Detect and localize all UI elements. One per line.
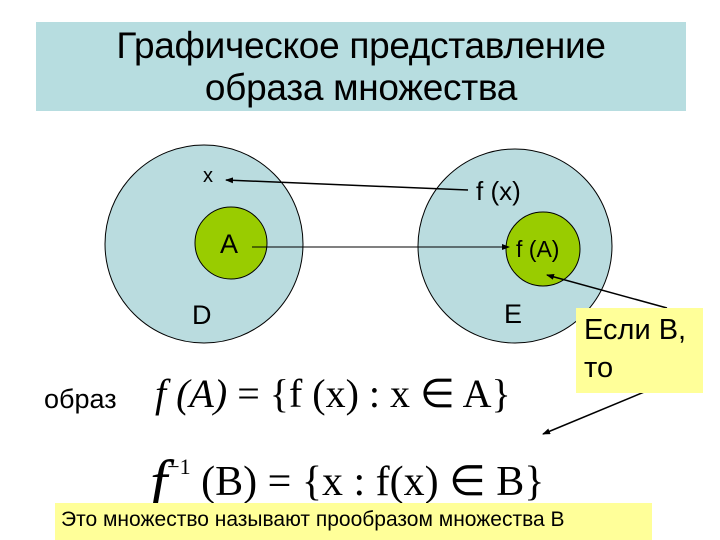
arrow-fx-to-x [225,177,469,191]
image-formula-lhs: f (A) [155,371,228,416]
element-fx-label: f (x) [476,176,521,206]
title-line-1: Графическое представление [116,25,606,66]
image-formula: f (A) = {f (x) : x ∈ A} [155,370,511,417]
if-b-line-2: то [584,352,614,384]
preimage-caption: Это множество называют прообразом множес… [61,508,565,531]
set-fa-label: f (A) [516,236,560,262]
element-x-label: x [203,165,213,187]
set-e-label: E [504,299,523,329]
title-box: Графическое представление образа множест… [36,22,686,111]
preimage-formula-rhs: {x : f(x) ∈ B} [301,459,545,505]
title-line-2: образа множества [204,67,518,108]
image-formula-eq: = [237,371,260,416]
image-label: образ [44,384,117,414]
if-b-line-1: Если B, [584,314,687,346]
if-b-note: Если B, то [576,308,703,393]
preimage-formula-f: f [150,449,168,517]
set-d-label: D [192,300,212,330]
preimage-formula-sup: −1 [167,454,191,479]
preimage-caption-box: Это множество называют прообразом множес… [55,503,652,540]
preimage-formula-lhs-arg: (B) [201,459,258,505]
set-a-label: A [220,229,239,259]
preimage-formula: f−1 (B) = {x : f(x) ∈ B} [150,440,545,517]
preimage-formula-eq: = [267,459,292,505]
set-a-circle [194,206,268,280]
image-formula-rhs: {f (x) : x ∈ A} [269,371,511,416]
arrow-note-to-fa [546,273,668,309]
